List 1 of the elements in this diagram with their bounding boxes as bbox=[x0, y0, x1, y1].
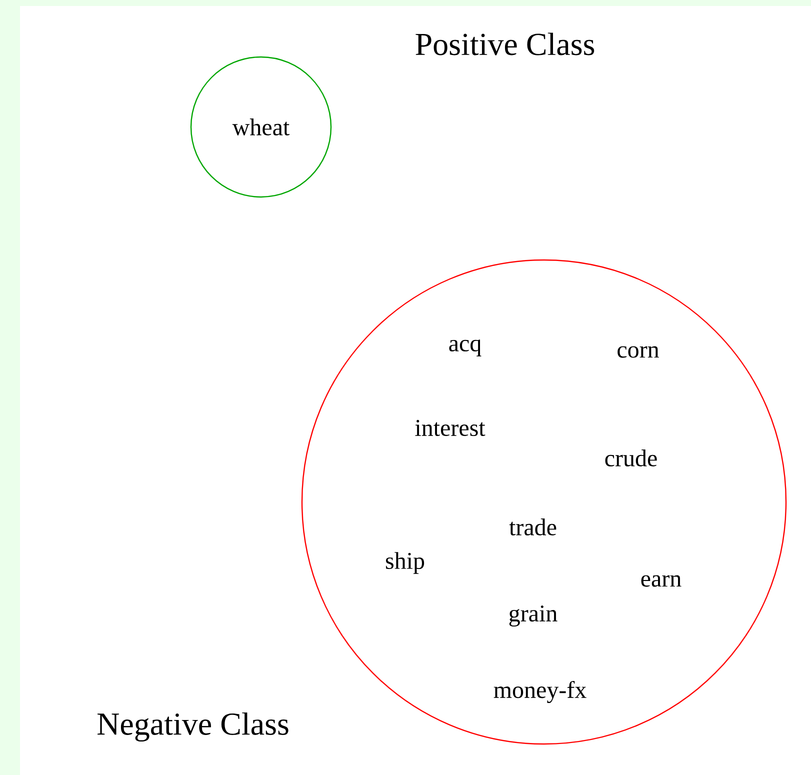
class-label: Positive Class bbox=[416, 32, 594, 56]
